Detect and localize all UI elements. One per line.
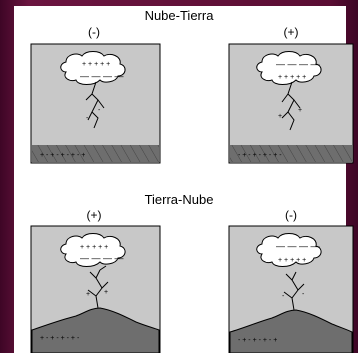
mountain-ground [31, 307, 160, 353]
svg-text:+: + [86, 291, 90, 298]
svg-text:-: - [86, 115, 89, 122]
svg-text:— — — —: — — — — [80, 253, 124, 263]
svg-text:— — — —: — — — — [80, 71, 124, 81]
svg-text:- + - + - + - + -: - + - + - + - + - [238, 152, 282, 159]
panel-sign-tn-1: (+) [86, 208, 102, 222]
lightning-bolt-icon [281, 81, 301, 131]
svg-text:+: + [104, 289, 108, 296]
section-title-nube-tierra: Nube-Tierra [144, 8, 214, 23]
lightning-bolt-icon [85, 81, 105, 129]
mountain-ground [229, 309, 353, 353]
svg-text:+: + [298, 107, 302, 114]
svg-text:+ + + + +: + + + + + [278, 74, 306, 81]
svg-text:-: - [302, 291, 305, 298]
cloud-icon [256, 233, 322, 267]
svg-text:— — — —: — — — — [276, 59, 320, 69]
svg-text:+: + [278, 113, 282, 120]
svg-text:— — — —: — — — — [276, 241, 320, 251]
panel-nube-tierra-positive: — — — — + + + + + + + - + - + - + - + - [228, 43, 354, 164]
svg-text:+ + + + +: + + + + + [278, 257, 306, 264]
lightning-bolt-icon [87, 265, 109, 309]
panel-sign-nt-1: (-) [88, 25, 100, 39]
svg-text:+ - + - + - + - +: + - + - + - + - + [40, 152, 85, 159]
svg-text:- + - + - + - +: - + - + - + - + [238, 337, 277, 344]
cloud-icon [256, 51, 322, 85]
panel-nube-tierra-negative: + + + + + — — — — - - + - + - + - + - + [30, 43, 161, 164]
svg-text:-: - [98, 107, 101, 114]
section-title-tierra-nube: Tierra-Nube [144, 192, 214, 207]
svg-text:+ - + - + - + -: + - + - + - + - [40, 335, 80, 342]
cloud-icon [60, 51, 126, 85]
cloud-icon [60, 233, 126, 267]
lightning-bolt-icon [283, 271, 305, 311]
panel-sign-nt-2: (+) [283, 25, 299, 39]
panel-tierra-nube-positive: + + + + + — — — — + + + - + - + - + - [30, 225, 161, 353]
svg-text:+ + + + +: + + + + + [82, 61, 110, 68]
panel-tierra-nube-negative: — — — — + + + + + - - - + - + - + - + [228, 225, 354, 353]
svg-text:+ + + + +: + + + + + [80, 244, 108, 251]
panel-sign-tn-2: (-) [285, 208, 297, 222]
svg-text:-: - [282, 293, 285, 300]
